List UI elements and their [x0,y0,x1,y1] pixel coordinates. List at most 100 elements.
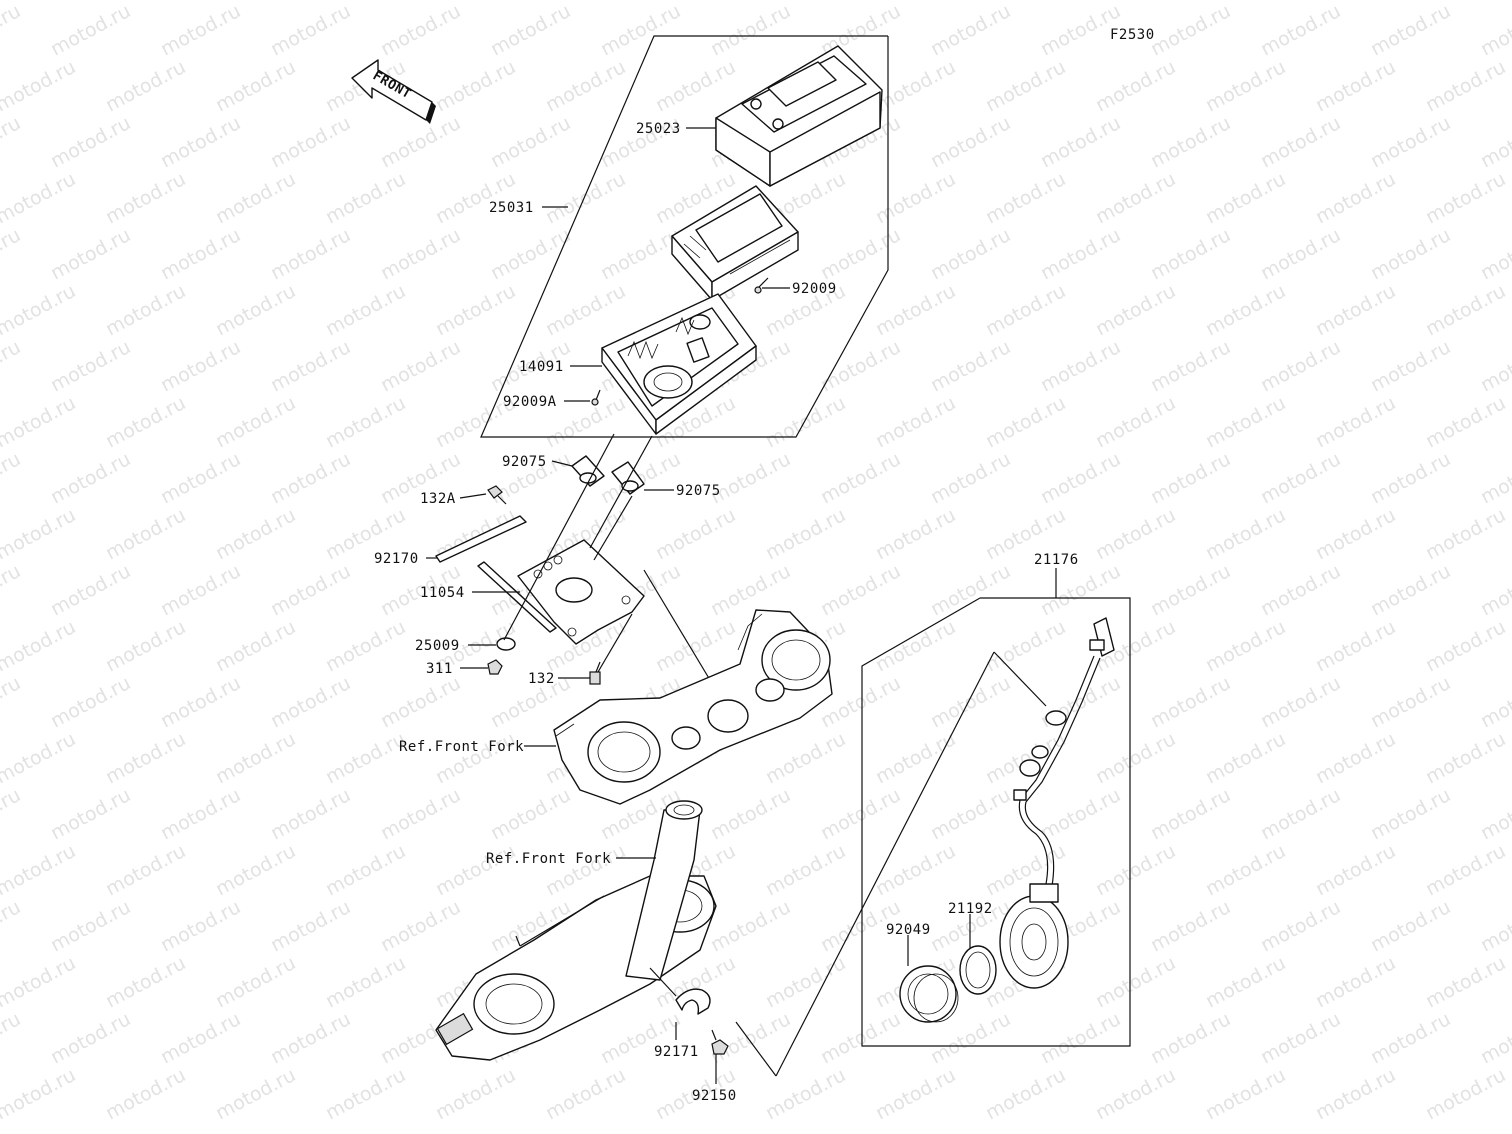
clamp-band-92170 [435,515,527,563]
watermark-text: motod.ru [0,0,24,60]
watermark-text: motod.ru [1257,112,1344,172]
label-92009a: 92009A [503,394,557,410]
watermark-text: motod.ru [102,728,189,788]
watermark-text: motod.ru [872,1064,959,1124]
watermark-text: motod.ru [1477,672,1512,732]
watermark-text: motod.ru [212,728,299,788]
watermark-text: motod.ru [1147,224,1234,284]
watermark-text: motod.ru [1202,280,1289,340]
watermark-text: motod.ru [267,224,354,284]
watermark-text: motod.ru [1037,224,1124,284]
watermark-text: motod.ru [927,672,1014,732]
watermark-text: motod.ru [377,224,464,284]
watermark-text: motod.ru [322,840,409,900]
leader-lines [426,127,1057,1084]
watermark-text: motod.ru [1092,952,1179,1012]
watermark-text: motod.ru [872,56,959,116]
watermark-text: motod.ru [157,224,244,284]
watermark-text: motod.ru [1037,1008,1124,1068]
watermark-text: motod.ru [0,616,79,676]
watermark-text: motod.ru [707,1008,794,1068]
bolt-132a [487,485,507,505]
watermark-text: motod.ru [1422,1064,1509,1124]
watermark-text: motod.ru [0,840,79,900]
watermark-text: motod.ru [762,504,849,564]
watermark-text: motod.ru [102,840,189,900]
label-25009: 25009 [415,638,460,654]
watermark-text: motod.ru [0,504,79,564]
watermark-text: motod.ru [1037,448,1124,508]
watermark-text: motod.ru [872,168,959,228]
watermark-text: motod.ru [597,0,684,60]
watermark-text: motod.ru [1422,56,1509,116]
watermark-text: motod.ru [0,560,24,620]
label-92049: 92049 [886,922,931,938]
watermark-text: motod.ru [1092,392,1179,452]
watermark-text: motod.ru [0,336,24,396]
watermark-text: motod.ru [1257,672,1344,732]
watermark-text: motod.ru [707,448,794,508]
watermark-text: motod.ru [1092,1064,1179,1124]
watermark-text: motod.ru [0,952,79,1012]
watermark-text: motod.ru [652,616,739,676]
watermark-text: motod.ru [927,0,1014,60]
watermark-text: motod.ru [0,672,24,732]
watermark-text: motod.ru [0,224,24,284]
watermark-text: motod.ru [927,112,1014,172]
watermark-text: motod.ru [322,616,409,676]
clamp-band-lower [477,561,557,633]
watermark-text: motod.ru [1422,280,1509,340]
watermark-text: motod.ru [872,840,959,900]
label-ref-front-fork-upper: Ref.Front Fork [399,739,524,755]
watermark-text: motod.ru [1422,168,1509,228]
watermark-text: motod.ru [157,336,244,396]
watermark-text: motod.ru [47,112,134,172]
meter-unit-part [671,185,799,301]
watermark-text: motod.ru [267,896,354,956]
watermark-text: motod.ru [1202,728,1289,788]
watermark-text: motod.ru [1312,56,1399,116]
watermark-text: motod.ru [1477,1008,1512,1068]
watermark-text: motod.ru [102,504,189,564]
watermark-text: motod.ru [432,280,519,340]
watermark-text: motod.ru [102,616,189,676]
meter-cover-part [715,45,883,187]
watermark-text: motod.ru [1312,1064,1399,1124]
watermark-text: motod.ru [1367,784,1454,844]
watermark-text: motod.ru [1257,560,1344,620]
watermark-text: motod.ru [872,504,959,564]
watermark-text: motod.ru [1147,896,1234,956]
watermark-text: motod.ru [377,112,464,172]
watermark-text: motod.ru [487,784,574,844]
label-25023: 25023 [636,121,681,137]
watermark-text: motod.ru [542,56,629,116]
watermark-text: motod.ru [432,168,519,228]
label-21192: 21192 [948,901,993,917]
watermark-text: motod.ru [0,728,79,788]
watermark-text: motod.ru [212,392,299,452]
watermark-text: motod.ru [1257,1008,1344,1068]
watermark-text: motod.ru [0,896,24,956]
watermark-text: motod.ru [267,112,354,172]
label-14091: 14091 [519,359,564,375]
watermark-text: motod.ru [1367,1008,1454,1068]
watermark-text: motod.ru [1367,560,1454,620]
watermark-text: motod.ru [157,896,244,956]
watermark-text: motod.ru [982,56,1069,116]
watermark-text: motod.ru [1037,336,1124,396]
watermark-text: motod.ru [267,448,354,508]
watermark-text: motod.ru [432,728,519,788]
clamp-92171 [675,988,711,1015]
watermark-text: motod.ru [542,1064,629,1124]
watermark-text: motod.ru [817,336,904,396]
watermark-text: motod.ru [267,336,354,396]
watermark-text: motod.ru [982,168,1069,228]
watermark-text: motod.ru [322,392,409,452]
watermark-text: motod.ru [1367,896,1454,956]
watermark-text: motod.ru [542,168,629,228]
watermark-text: motod.ru [1092,504,1179,564]
watermark-text: motod.ru [982,616,1069,676]
watermark-text: motod.ru [267,784,354,844]
watermark-text: motod.ru [1092,168,1179,228]
watermark-text: motod.ru [1312,728,1399,788]
